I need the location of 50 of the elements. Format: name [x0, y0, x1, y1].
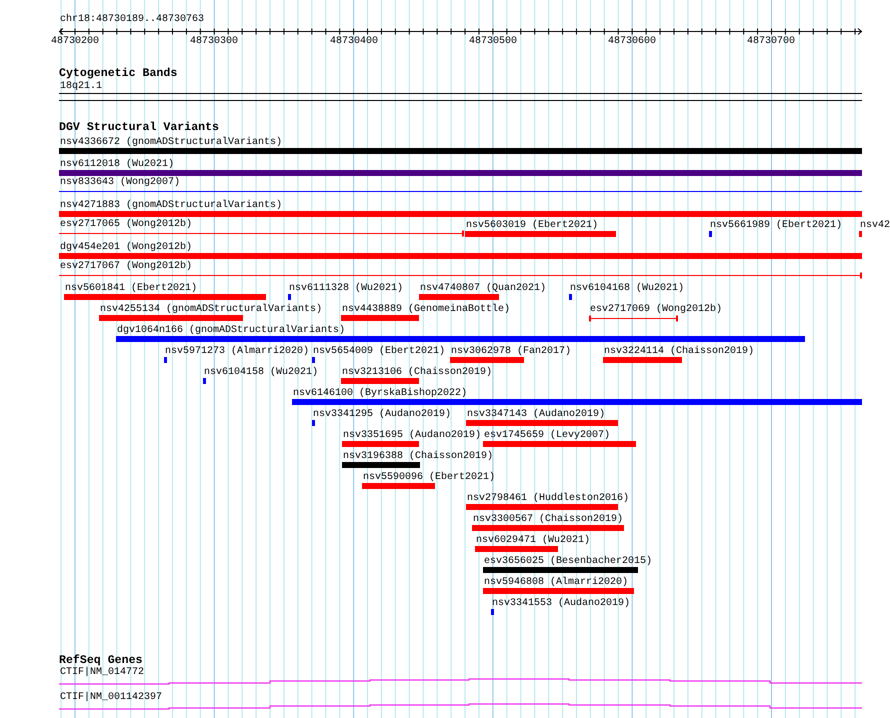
track-heading: RefSeq Genes [59, 654, 142, 667]
variant-label: nsv3351695 (Audano2019) [342, 430, 482, 441]
tick-label: 48730300 [190, 36, 238, 47]
gene-label: CTIF|NM_014772 [59, 667, 144, 678]
variant-label: nsv3062978 (Fan2017) [450, 346, 572, 357]
gene-label: CTIF|NM_001142397 [59, 692, 162, 703]
variant-label: nsv3341295 (Audano2019) [312, 409, 452, 420]
variant-label: nsv2798461 (Huddleston2016) [466, 493, 630, 504]
variant-label: esv2717065 (Wong2012b) [59, 219, 192, 230]
variant-label: nsv3213106 (Chaisson2019) [341, 367, 492, 378]
variant-label: nsv6111328 (Wu2021) [288, 283, 404, 294]
variant-label: nsv4438889 (GenomeinaBottle) [341, 304, 510, 315]
variant-label: nsv5601841 (Ebert2021) [64, 283, 198, 294]
variant-label: esv1745659 (Levy2007) [483, 430, 610, 441]
variant-label: nsv3196388 (Chaisson2019) [342, 451, 494, 462]
tick-label: 48730400 [330, 36, 378, 47]
variant-label: nsv6146100 (ByrskaBishop2022) [292, 388, 468, 399]
variant-label: esv2717067 (Wong2012b) [59, 261, 192, 272]
variant-label: esv2717069 (Wong2012b) [589, 304, 722, 315]
variant-label: nsv3224114 (Chaisson2019) [603, 346, 754, 357]
variant-label: dgv454e201 (Wong2012b) [59, 242, 192, 253]
variant-label: nsv5946808 (Almarri2020) [483, 577, 628, 588]
variant-label: nsv3300567 (Chaisson2019) [472, 514, 624, 525]
variant-label: nsv42 [859, 220, 890, 231]
tick-label: 48730200 [51, 36, 99, 47]
variant-label: nsv6029471 (Wu2021) [475, 535, 590, 546]
variant-label: nsv5654009 (Ebert2021) [312, 346, 446, 357]
tick-label: 48730500 [469, 36, 517, 47]
variant-label: dgv1064n166 (gnomADStructuralVariants) [116, 325, 346, 336]
variant-label: nsv4740807 (Quan2021) [419, 283, 546, 294]
variant-label: nsv5661989 (Ebert2021) [709, 220, 842, 231]
variant-label: nsv5590096 (Ebert2021) [362, 472, 496, 483]
variant-label: nsv833643 (Wong2007) [59, 177, 180, 188]
region-label: chr18:48730189..48730763 [60, 14, 204, 25]
variant-label: nsv4255134 (gnomADStructuralVariants) [99, 304, 322, 315]
variant-label: nsv3341553 (Audano2019) [491, 598, 630, 609]
variant-label: nsv5603019 (Ebert2021) [465, 220, 598, 231]
variant-label: esv3656025 (Besenbacher2015) [483, 556, 652, 567]
tick-label: 48730600 [608, 36, 656, 47]
variant-label: nsv4336672 (gnomADStructuralVariants) [59, 137, 282, 148]
variant-label: nsv6104158 (Wu2021) [203, 367, 318, 378]
track-heading: Cytogenetic Bands [59, 67, 178, 80]
tick-label: 48730700 [747, 36, 795, 47]
variant-label: nsv5971273 (Almarri2020) [164, 346, 310, 357]
track-heading: DGV Structural Variants [59, 121, 220, 134]
variant-label: nsv6112018 (Wu2021) [59, 159, 174, 170]
variant-label: nsv3347143 (Audano2019) [466, 409, 606, 420]
variant-label: nsv6104168 (Wu2021) [569, 283, 684, 294]
variant-label: nsv4271883 (gnomADStructuralVariants) [59, 200, 282, 211]
band-label: 18q21.1 [59, 81, 102, 92]
